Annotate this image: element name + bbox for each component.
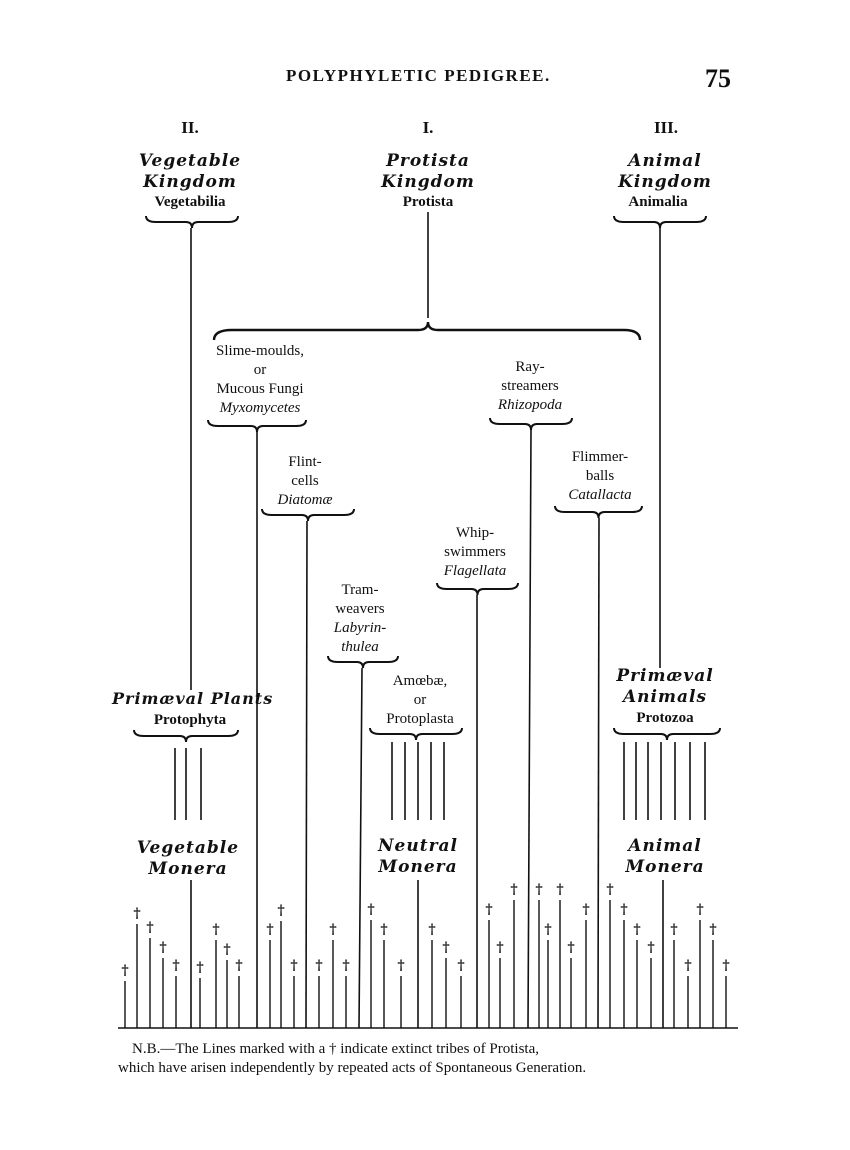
extinct-dagger: † bbox=[428, 922, 435, 938]
extinct-dagger: † bbox=[133, 906, 140, 922]
extinct-dagger: † bbox=[496, 940, 503, 956]
extinct-dagger: † bbox=[556, 882, 563, 898]
flimmer-balls-label: Flimmer-balls Catallacta bbox=[568, 449, 632, 503]
amoebae-brace bbox=[369, 727, 463, 741]
ray-streamers-brace bbox=[489, 417, 573, 431]
extinct-dagger: † bbox=[606, 882, 613, 898]
flint-cells-label: Flint-cells Diatomæ bbox=[277, 454, 333, 508]
extinct-dagger: † bbox=[266, 922, 273, 938]
extinct-dagger: † bbox=[620, 902, 627, 918]
extinct-dagger: † bbox=[146, 920, 153, 936]
extinct-dagger: † bbox=[567, 940, 574, 956]
extinct-dagger: † bbox=[235, 958, 242, 974]
extinct-dagger: † bbox=[457, 958, 464, 974]
primaeval-plants-title: Primæval Plants bbox=[112, 689, 274, 708]
roman-numeral-ii: II. bbox=[181, 118, 199, 137]
extinct-dagger: † bbox=[380, 922, 387, 938]
vegetable-kingdom-brace bbox=[145, 215, 239, 229]
extinct-dagger: † bbox=[315, 958, 322, 974]
extinct-dagger: † bbox=[442, 940, 449, 956]
protista-label: Protista bbox=[402, 194, 454, 210]
extinct-dagger: † bbox=[670, 922, 677, 938]
extinct-dagger: † bbox=[342, 958, 349, 974]
extinct-dagger: † bbox=[223, 942, 230, 958]
extinct-dagger: † bbox=[709, 922, 716, 938]
ray-streamers-stem bbox=[527, 429, 532, 1029]
tram-weavers-stem bbox=[358, 667, 363, 1029]
extinct-dagger: † bbox=[633, 922, 640, 938]
extinct-dagger: † bbox=[397, 958, 404, 974]
vegetabilia-label: Vegetabilia bbox=[154, 194, 226, 210]
extinct-dagger: † bbox=[722, 958, 729, 974]
extinct-dagger: † bbox=[696, 902, 703, 918]
extinct-dagger: † bbox=[485, 902, 492, 918]
slime-moulds-brace bbox=[207, 419, 307, 433]
whip-swimmers-brace bbox=[436, 582, 519, 596]
flint-cells-brace bbox=[261, 508, 355, 522]
extinct-dagger: † bbox=[510, 882, 517, 898]
flint-cells-stem bbox=[305, 520, 308, 1029]
extinct-dagger: † bbox=[329, 922, 336, 938]
extinct-dagger: † bbox=[647, 940, 654, 956]
flimmer-balls-brace bbox=[554, 505, 643, 519]
extinct-dagger: † bbox=[277, 903, 284, 919]
animal-kingdom-brace bbox=[613, 215, 707, 229]
running-header: POLYPHYLETIC PEDIGREE. bbox=[286, 66, 551, 85]
animalia-label: Animalia bbox=[628, 194, 688, 210]
flimmer-balls-stem bbox=[597, 517, 600, 1029]
tram-weavers-brace bbox=[327, 655, 399, 669]
roman-numeral-i: I. bbox=[422, 118, 434, 137]
extinct-dagger: † bbox=[684, 958, 691, 974]
protophyta-label: Protophyta bbox=[153, 712, 227, 728]
extinct-dagger: † bbox=[290, 958, 297, 974]
extinct-dagger: † bbox=[367, 902, 374, 918]
footnote-line-1: N.B.—The Lines marked with a † indicate … bbox=[132, 1041, 539, 1057]
extinct-dagger: † bbox=[172, 958, 179, 974]
protozoa-brace bbox=[613, 727, 721, 741]
roman-numeral-iii: III. bbox=[653, 118, 679, 137]
protozoa-label: Protozoa bbox=[636, 710, 694, 726]
extinct-dagger: † bbox=[121, 963, 128, 979]
extinct-dagger: † bbox=[196, 960, 203, 976]
tram-weavers-label: Tram-weavers Labyrin-thulea bbox=[333, 582, 387, 655]
page-number: 75 bbox=[705, 64, 731, 93]
footnote: N.B.—The Lines marked with a † indicate … bbox=[118, 1040, 586, 1078]
whip-swimmers-label: Whip-swimmers Flagellata bbox=[443, 525, 507, 579]
extinct-dagger: † bbox=[212, 922, 219, 938]
ray-streamers-label: Ray-streamers Rhizopoda bbox=[497, 359, 563, 413]
extinct-dagger: † bbox=[582, 902, 589, 918]
extinct-dagger: † bbox=[544, 922, 551, 938]
protista-brace bbox=[212, 321, 642, 341]
protophyta-brace bbox=[133, 729, 239, 743]
footnote-line-2: which have arisen independently by repea… bbox=[118, 1060, 587, 1076]
extinct-dagger: † bbox=[159, 940, 166, 956]
extinct-dagger: † bbox=[535, 882, 542, 898]
